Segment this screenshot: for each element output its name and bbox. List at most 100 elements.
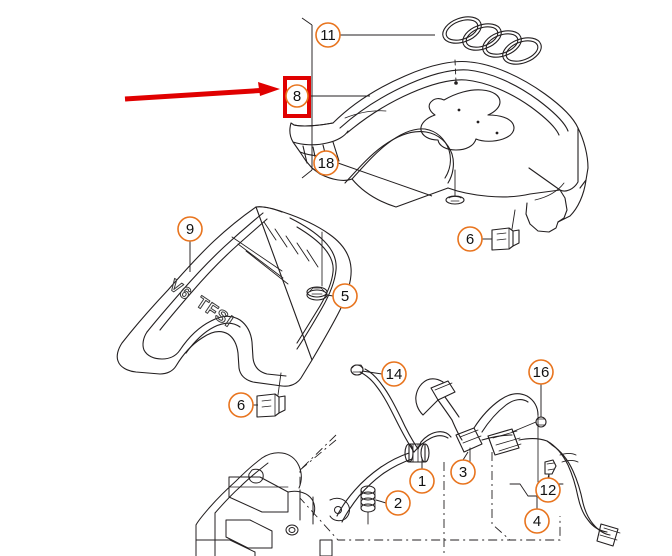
cover-cloud-recess (420, 89, 515, 151)
callout-label-6-lower: 6 (237, 397, 245, 414)
lower-cover-inner-right (289, 217, 337, 350)
callout-label-11: 11 (320, 27, 336, 44)
callout-label-9: 9 (186, 221, 194, 238)
callout-circle-6-lower[interactable] (228, 392, 254, 418)
callout-label-3: 3 (459, 464, 467, 481)
engine-lower-block (225, 519, 273, 549)
lower-cover-inner-right2 (296, 226, 334, 344)
upper-engine-cover-group (289, 16, 589, 251)
lower-cover-arch (179, 315, 287, 377)
engine-cover-fragment-top (261, 452, 302, 489)
cover-right-outer (577, 127, 589, 189)
leader-14 (361, 370, 383, 375)
hose-upper-bend (415, 378, 444, 416)
callout-circle-9[interactable] (177, 216, 203, 242)
engine-bracket-eye (329, 497, 350, 522)
hose-bracket-bolt-left (350, 364, 364, 376)
red-pointer-arrow (124, 82, 280, 102)
callout-label-4: 4 (533, 513, 541, 530)
cover-right-face-line (534, 182, 565, 201)
hose-end-coupler (596, 523, 621, 547)
assembly-reference-lines (299, 434, 561, 556)
hose-3-upper (451, 419, 463, 441)
callout-label-12: 12 (540, 482, 557, 499)
cover-arch-cutout (351, 128, 451, 180)
hose-assembly-group (336, 364, 621, 547)
callout-circle-12[interactable] (535, 477, 561, 503)
pipe-14-upper (359, 371, 415, 453)
callout-leader-lines (189, 17, 550, 509)
engine-right-contour (287, 490, 316, 517)
lower-cover-inner-edge-2 (159, 218, 268, 331)
cover-nose-top-edge (293, 122, 334, 127)
callout-label-5: 5 (341, 288, 349, 305)
engine-port-1 (248, 468, 264, 484)
audi-rings-emblem (442, 16, 542, 65)
callout-circle-11[interactable] (315, 22, 341, 48)
cover-top-outline (332, 61, 579, 192)
lower-cover-left-nose (142, 331, 181, 360)
hose-coupler-mid (487, 428, 522, 456)
callout-circle-6-upper[interactable] (457, 226, 483, 252)
cover-arch-cutout-inner (344, 131, 454, 184)
hose-4-body-b (551, 444, 584, 504)
engine-block-group (195, 452, 350, 556)
lower-cover-fins (263, 221, 319, 268)
callout-label-14: 14 (386, 366, 403, 383)
arrow-head (258, 82, 280, 96)
leader-3 (462, 451, 469, 461)
engine-lower-tab (319, 539, 333, 556)
callout-label-18: 18 (318, 155, 335, 172)
callout-circle-16[interactable] (528, 359, 554, 385)
hose-4-lower-bend-b (582, 502, 611, 536)
hose-4-ring-a (559, 453, 577, 456)
recess-dot-1 (457, 108, 461, 112)
pipe-fitting-sleeve (360, 485, 376, 525)
callout-label-6-upper: 6 (466, 231, 474, 248)
emblem-locator-line (454, 59, 457, 83)
callout-circle-1[interactable] (409, 468, 435, 494)
engine-right-verticals (299, 489, 314, 525)
cover-nose-fin-band (292, 130, 349, 146)
hose-elbow-joint (430, 380, 460, 421)
cover-crease-1 (344, 110, 387, 119)
leader-2 (375, 499, 387, 504)
lower-cover-arch-inner (185, 322, 241, 354)
callout-circle-4[interactable] (524, 508, 550, 534)
lower-cover-fin-group-a (231, 236, 289, 285)
engine-lower-rail (195, 539, 256, 556)
callout-circle-3[interactable] (450, 459, 476, 485)
callout-circle-5[interactable] (332, 283, 358, 309)
engine-lower-port (285, 524, 299, 536)
cover-right-step (557, 189, 568, 223)
callout-circle-2[interactable] (385, 490, 411, 516)
engine-lower-port-inner (288, 527, 296, 533)
cover-top-inner-rim (339, 69, 569, 132)
callout-label-16: 16 (533, 364, 550, 381)
callout-circle-14[interactable] (381, 361, 407, 387)
callout-label-2: 2 (394, 495, 402, 512)
cover-bottom-front (351, 178, 449, 208)
cover-right-lower-tab (525, 202, 559, 233)
hose-quick-coupler (455, 427, 483, 463)
callout-circle-8[interactable] (285, 84, 309, 108)
cover-mounting-grommet (445, 169, 465, 205)
hose-4-ring-b (561, 460, 579, 463)
leader-18 (337, 162, 433, 197)
lower-cover-outline (116, 206, 313, 387)
hose-elbow-top-left-b (417, 431, 452, 450)
lower-cover-top-edge (255, 206, 283, 213)
cover-top-inner-rim2 (346, 79, 560, 136)
engine-upper-diag (195, 457, 263, 526)
recess-dot-2 (476, 120, 480, 124)
hose-upper-loop (473, 393, 539, 429)
pipe-1-lower (336, 452, 410, 517)
leader-spine-top (301, 17, 313, 26)
callout-circle-18[interactable] (313, 150, 339, 176)
retaining-clip-lower (256, 372, 286, 418)
arrow-shaft (124, 87, 269, 102)
callout-label-1: 1 (418, 473, 426, 490)
